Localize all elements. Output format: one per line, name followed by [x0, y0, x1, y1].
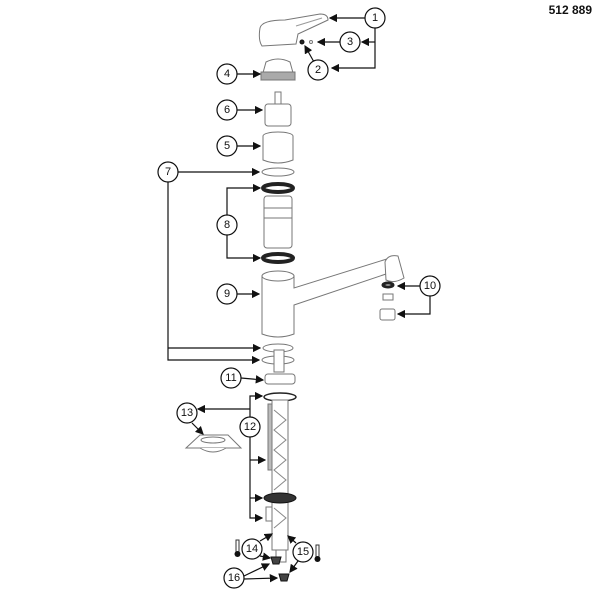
o-ring-8-bottom — [261, 252, 295, 264]
mounting-plate — [184, 434, 243, 453]
svg-text:11: 11 — [225, 372, 236, 384]
svg-text:1: 1 — [372, 12, 378, 24]
callout-13: 13 — [176, 402, 198, 424]
o-ring-8-top — [261, 182, 295, 194]
svg-text:5: 5 — [224, 140, 230, 152]
svg-text:3: 3 — [347, 36, 353, 48]
callout-4: 4 — [216, 63, 238, 85]
svg-text:6: 6 — [224, 104, 230, 116]
svg-text:15: 15 — [297, 546, 309, 558]
callout-6: 6 — [216, 99, 238, 121]
lower-assembly — [261, 343, 297, 563]
callout-16: 16 — [223, 567, 245, 589]
callout-2: 2 — [307, 59, 329, 81]
callout-5: 5 — [216, 135, 238, 157]
thermometer-icon-cold — [234, 539, 241, 557]
callout-9: 9 — [216, 283, 238, 305]
callout-11: 11 — [220, 367, 242, 389]
cartridge — [264, 91, 292, 127]
callout-7: 7 — [157, 161, 179, 183]
svg-text:7: 7 — [165, 166, 171, 178]
callout-3: 3 — [339, 31, 361, 53]
svg-text:14: 14 — [246, 543, 258, 555]
handle — [258, 13, 329, 47]
callout-12: 12 — [239, 416, 261, 438]
thermometer-icon-hot — [314, 544, 321, 562]
svg-text:9: 9 — [224, 288, 230, 300]
callout-14: 14 — [241, 538, 263, 560]
aerator-parts — [379, 281, 396, 321]
svg-text:4: 4 — [224, 68, 230, 80]
callout-1: 1 — [364, 7, 386, 29]
callout-15: 15 — [292, 541, 314, 563]
leader-lines — [167, 13, 431, 583]
diverter-body — [263, 195, 293, 249]
seal-7-top — [261, 167, 295, 177]
svg-text:8: 8 — [224, 219, 230, 231]
svg-text:10: 10 — [424, 280, 436, 292]
faucet-body — [261, 255, 405, 338]
callout-10: 10 — [419, 275, 441, 297]
svg-text:12: 12 — [244, 421, 256, 433]
callout-8: 8 — [216, 214, 238, 236]
ring-5 — [262, 131, 294, 164]
svg-text:13: 13 — [181, 407, 193, 419]
svg-text:16: 16 — [228, 572, 240, 584]
part-number: 512 889 — [548, 3, 592, 17]
nuts-16 — [270, 556, 290, 582]
cap-nut — [260, 58, 296, 81]
svg-text:2: 2 — [315, 64, 321, 76]
